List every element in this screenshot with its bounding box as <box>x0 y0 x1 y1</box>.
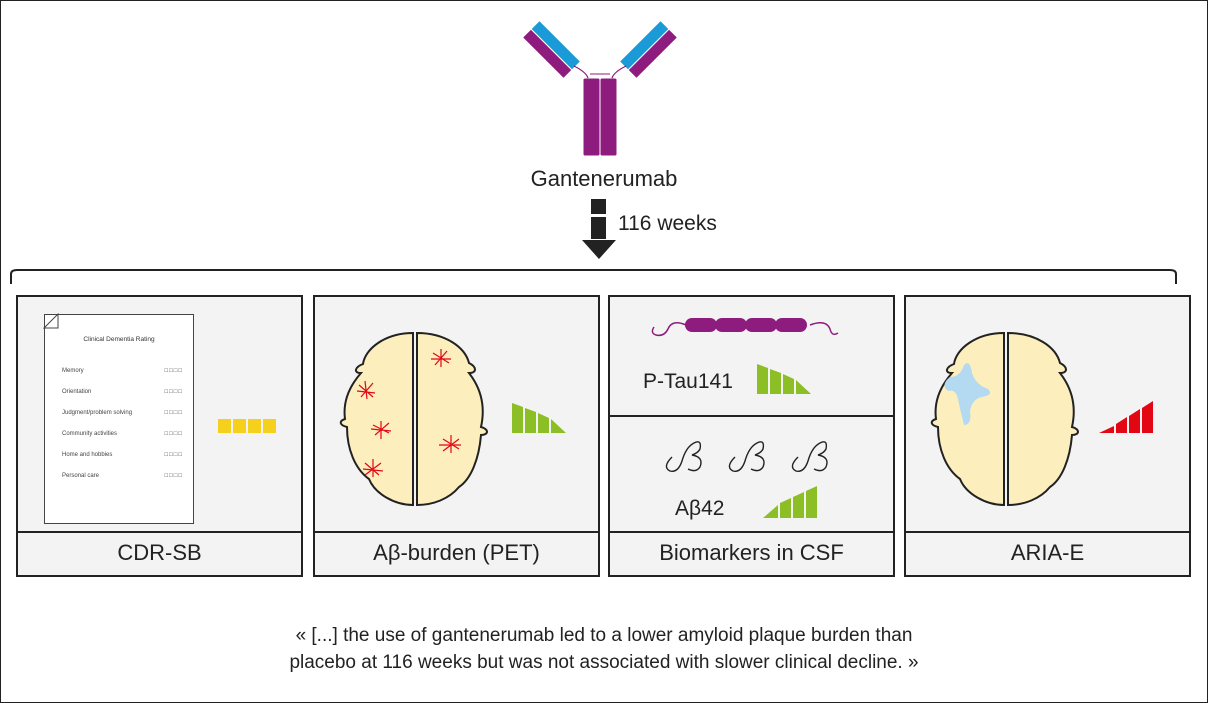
checkboxes: □□□□ <box>164 452 183 458</box>
page-corner-icon <box>43 313 59 329</box>
decreasing-indicator-icon <box>512 403 566 433</box>
panel-caption: Aβ-burden (PET) <box>315 531 598 575</box>
checkboxes: □□□□ <box>164 389 183 395</box>
checkboxes: □□□□ <box>164 368 183 374</box>
drug-name: Gantenerumab <box>530 166 678 191</box>
plaque <box>356 349 461 477</box>
document-row: Memory □□□□ <box>62 368 183 374</box>
row-label: Judgment/problem solving <box>62 410 133 416</box>
checkboxes: □□□□ <box>164 431 183 437</box>
panel-abeta-burden: Aβ-burden (PET) <box>313 295 600 577</box>
decreasing-indicator-icon <box>757 364 811 394</box>
ptau-label: P-Tau141 <box>643 370 733 393</box>
panel-caption: Biomarkers in CSF <box>610 531 893 575</box>
brain-plaques-icon <box>339 331 488 507</box>
brain-edema-icon <box>930 331 1079 507</box>
row-label: Community activities <box>62 431 118 437</box>
abeta42-label: Aβ42 <box>675 497 725 520</box>
row-label: Personal care <box>62 473 100 479</box>
group-brace <box>10 269 1177 284</box>
panel-divider <box>610 415 893 417</box>
document-row: Judgment/problem solving □□□□ <box>62 410 183 416</box>
checkboxes: □□□□ <box>164 473 183 479</box>
quote-line: « [...] the use of gantenerumab led to a… <box>295 625 913 646</box>
document-row: Home and hobbies □□□□ <box>62 452 183 458</box>
antibody-icon <box>521 19 679 157</box>
duration-label: 116 weeks <box>618 212 717 235</box>
conclusion-quote: « [...] the use of gantenerumab led to a… <box>0 622 1208 676</box>
panel-caption: ARIA-E <box>906 531 1189 575</box>
document-row: Personal care □□□□ <box>62 473 183 479</box>
panel-cdr-sb: Clinical Dementia Rating Memory □□□□ Orie… <box>16 295 303 577</box>
down-arrow-icon <box>582 199 616 259</box>
increasing-indicator-icon <box>763 486 817 518</box>
quote-line: placebo at 116 weeks but was not associa… <box>289 652 919 673</box>
document-row: Community activities □□□□ <box>62 431 183 437</box>
panel-aria-e: ARIA-E <box>904 295 1191 577</box>
unchanged-indicator-icon <box>218 419 276 433</box>
amyloid-beta-peptides-icon <box>665 441 828 472</box>
row-label: Orientation <box>62 389 92 395</box>
checkboxes: □□□□ <box>164 410 183 416</box>
row-label: Home and hobbies <box>62 452 113 458</box>
edema-region <box>944 363 990 425</box>
row-label: Memory <box>62 368 84 374</box>
increasing-indicator-icon <box>1099 401 1153 433</box>
panel-caption: CDR-SB <box>18 531 301 575</box>
tau-protein-icon <box>651 318 839 337</box>
document-title: Clinical Dementia Rating <box>83 336 155 343</box>
document-row: Orientation □□□□ <box>62 389 183 395</box>
clinical-dementia-rating-document: Clinical Dementia Rating Memory □□□□ Orie… <box>43 313 194 524</box>
panel-biomarkers-csf: P-Tau141 Aβ42 Biomarkers in CSF <box>608 295 895 577</box>
